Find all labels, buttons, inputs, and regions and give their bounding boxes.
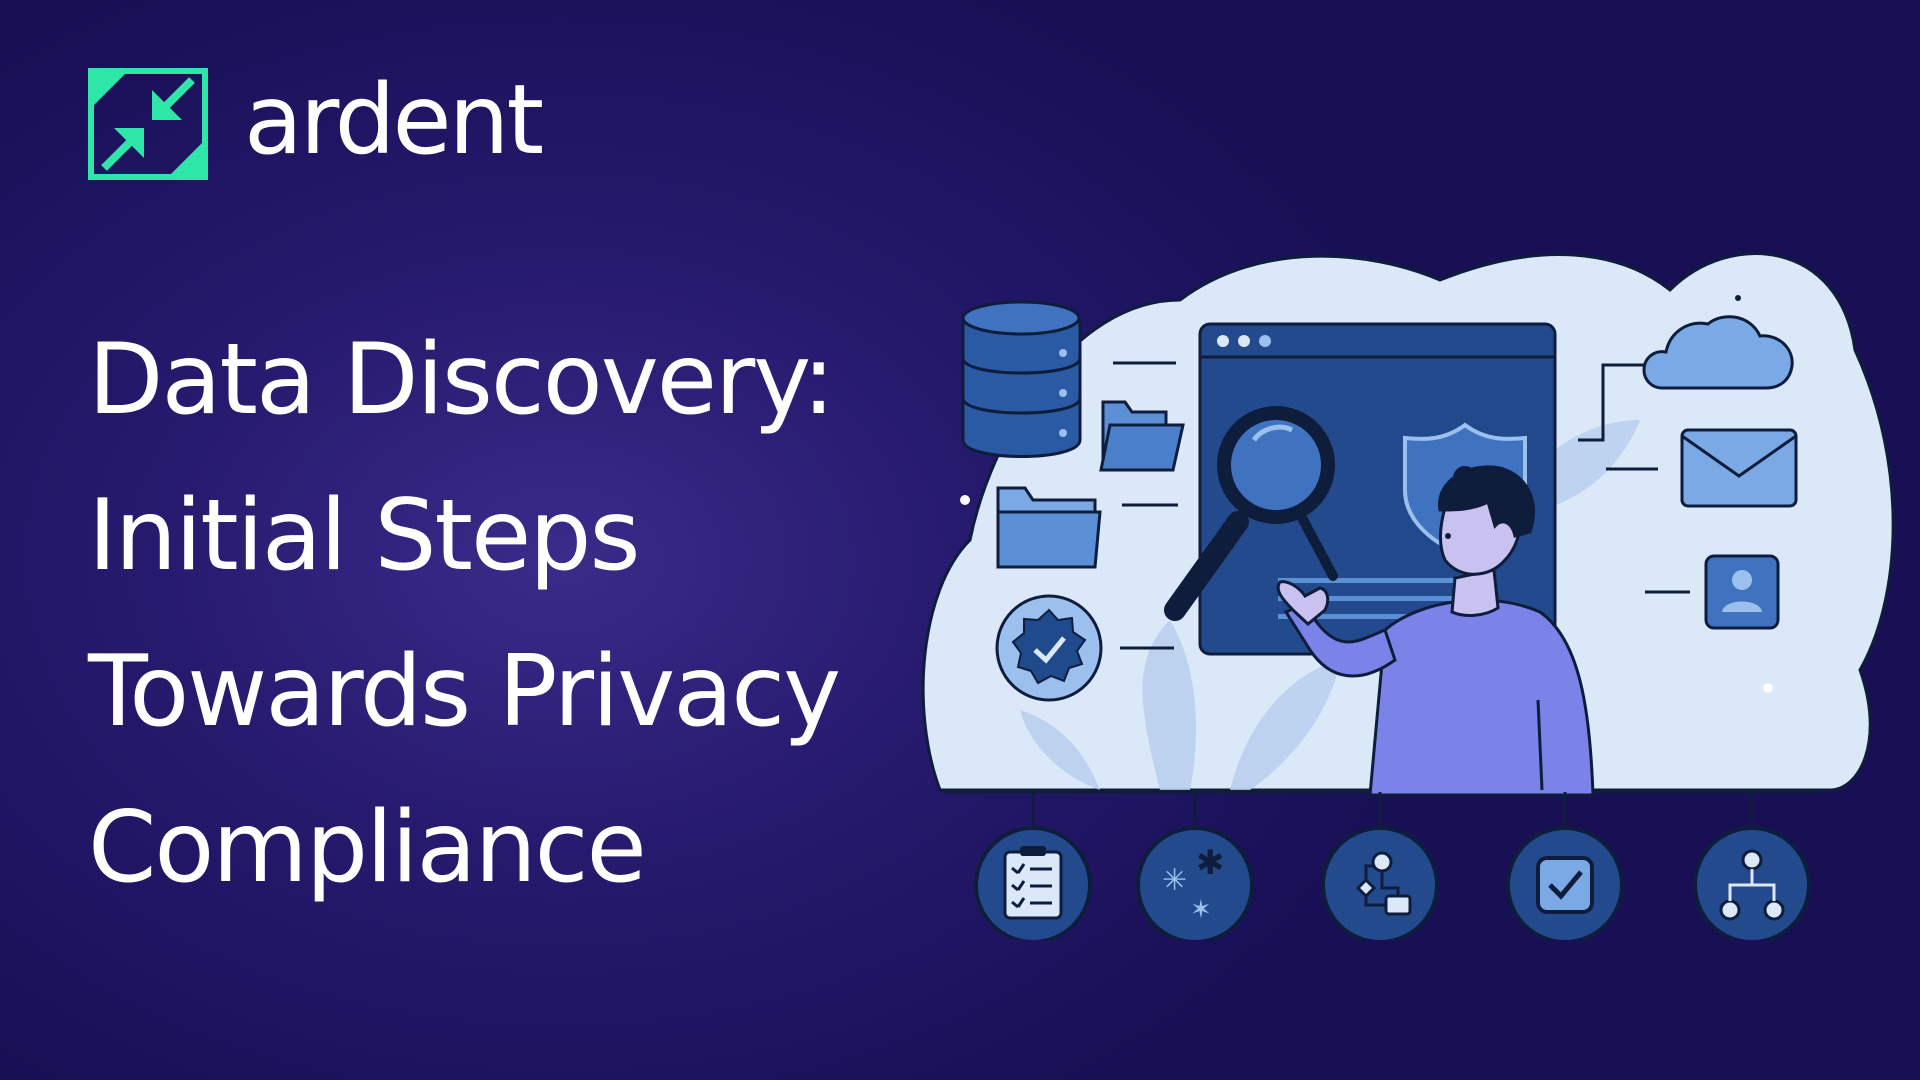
headline-line-2: Initial Steps <box>88 479 641 593</box>
folder-icon <box>996 486 1102 569</box>
headline-line-1: Data Discovery: <box>88 323 835 437</box>
sparkle-dots <box>960 295 1773 693</box>
database-icon <box>961 300 1082 458</box>
checklist-icon <box>974 826 1092 940</box>
svg-text:✱: ✱ <box>1196 843 1225 883</box>
data-discovery-illustration: ✳ ✱ ✶ <box>921 252 1895 940</box>
user-profile-icon <box>1704 554 1780 630</box>
folder-icon <box>1099 400 1185 472</box>
magnifier-icon <box>1164 406 1338 621</box>
headline: Data Discovery: Initial Steps Towards Pr… <box>88 302 948 926</box>
leaves-decoration <box>1020 420 1640 790</box>
checkbox-icon <box>1506 826 1624 940</box>
svg-text:✶: ✶ <box>1190 895 1212 925</box>
headline-line-4: Compliance <box>88 791 647 905</box>
brand-logo: ardent <box>88 64 544 180</box>
mail-icon <box>1680 428 1798 508</box>
verified-badge-icon <box>995 594 1103 702</box>
cloud-icon <box>1642 315 1794 390</box>
svg-text:✳: ✳ <box>1162 863 1187 898</box>
sparkle-icon: ✳ ✱ ✶ <box>1136 826 1254 940</box>
brand-name: ardent <box>244 64 544 176</box>
hierarchy-icon <box>1693 826 1811 940</box>
ardent-logo-mark-icon <box>88 68 208 180</box>
workflow-icon <box>1321 826 1439 940</box>
person-figure <box>1276 465 1595 797</box>
headline-line-3: Towards Privacy <box>88 635 841 749</box>
